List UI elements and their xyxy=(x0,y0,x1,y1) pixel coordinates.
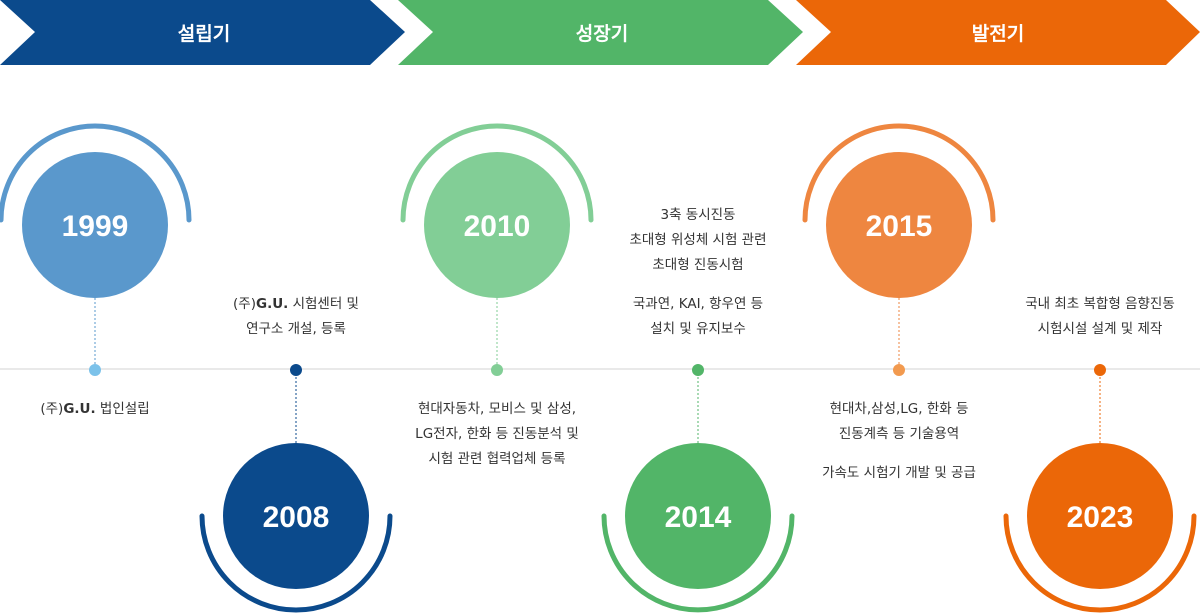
milestone-arc xyxy=(802,123,996,223)
milestone-arc xyxy=(199,513,393,613)
phase-chevron-3 xyxy=(796,0,1200,65)
milestone-description-line: 시험시설 설계 및 제작 xyxy=(1038,321,1163,337)
milestone-description-line: 국과연, KAI, 항우연 등 xyxy=(633,296,763,312)
milestone-description-line: 국내 최초 복합형 음향진동 xyxy=(1025,296,1175,312)
phase-label-2: 성장기 xyxy=(576,23,628,45)
year-label: 2010 xyxy=(464,210,531,243)
milestone-description-line: 가속도 시험기 개발 및 공급 xyxy=(822,465,976,481)
milestone-arc xyxy=(601,513,795,613)
phase-chevron-1 xyxy=(0,0,405,65)
milestone-arc xyxy=(400,123,594,223)
timeline-dot xyxy=(89,364,101,376)
phase-label-1: 설립기 xyxy=(178,23,230,45)
milestone-description-line: 3축 동시진동 xyxy=(661,207,736,223)
milestone-arc xyxy=(0,123,192,223)
milestone-description-line: 시험 관련 협력업체 등록 xyxy=(428,451,565,467)
year-label: 2015 xyxy=(866,210,933,243)
year-circle xyxy=(625,443,771,589)
milestone-arc xyxy=(1003,513,1197,613)
year-circle xyxy=(22,152,168,298)
milestone-description-line: LG전자, 한화 등 진동분석 및 xyxy=(415,426,579,442)
timeline-dot xyxy=(692,364,704,376)
milestone-description-line: (주)G.U. 시험센터 및 xyxy=(233,296,359,312)
year-label: 2014 xyxy=(665,501,732,534)
year-circle xyxy=(1027,443,1173,589)
year-circle xyxy=(826,152,972,298)
year-label: 2008 xyxy=(263,501,330,534)
milestone-description-line: 현대차,삼성,LG, 한화 등 xyxy=(830,401,969,417)
milestone-description-line: 초대형 위성체 시험 관련 xyxy=(629,232,766,248)
year-label: 1999 xyxy=(62,210,129,243)
milestone-description-line: 초대형 진동시험 xyxy=(652,257,743,273)
year-circle xyxy=(223,443,369,589)
milestone-1999: 1999 (주)G.U. 법인설립 xyxy=(0,123,192,417)
timeline-dot xyxy=(893,364,905,376)
year-circle xyxy=(424,152,570,298)
milestone-description-line: 진동계측 등 기술용역 xyxy=(839,426,959,442)
phase-chevron-2 xyxy=(398,0,803,65)
phase-header: 설립기 성장기 발전기 xyxy=(0,0,1200,65)
timeline-dot xyxy=(1094,364,1106,376)
milestone-description-line: (주)G.U. 법인설립 xyxy=(40,401,149,417)
timeline-dot xyxy=(491,364,503,376)
milestone-description-line: 설치 및 유지보수 xyxy=(650,321,746,337)
milestone-description-line: 연구소 개설, 등록 xyxy=(246,321,346,337)
milestone-description-line: 현대자동차, 모비스 및 삼성, xyxy=(418,401,576,417)
timeline-dot xyxy=(290,364,302,376)
milestone-2010: 2010 현대자동차, 모비스 및 삼성, LG전자, 한화 등 진동분석 및시험 … xyxy=(400,123,594,467)
year-label: 2023 xyxy=(1067,501,1134,534)
phase-label-3: 발전기 xyxy=(972,23,1024,45)
